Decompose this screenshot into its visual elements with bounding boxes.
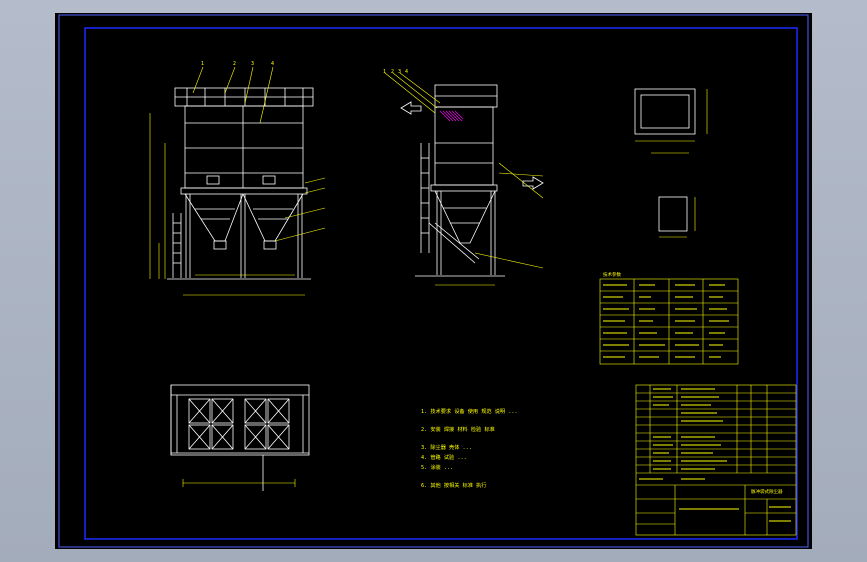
- spec-table-fill: [603, 284, 729, 358]
- title-block-label: 脉冲袋式除尘器: [751, 488, 783, 495]
- spec-table-label: 技术参数: [603, 271, 621, 278]
- balloon-2: 2: [233, 61, 236, 67]
- note-line-6: 6. 其他 按相关 标准 执行: [421, 481, 486, 489]
- note-line-2: 2. 安装 焊接 材料 检验 标准: [421, 425, 495, 433]
- balloon-1: 1: [201, 61, 204, 67]
- plan-dims: [182, 479, 296, 487]
- detail-view-b: [658, 196, 688, 232]
- technical-notes: 1. 技术要求 设备 使用 规范 说明 ... 2. 安装 焊接 材料 检验 标…: [421, 407, 518, 489]
- front-view: [167, 87, 314, 280]
- side-balloons: 1 2 3 4: [383, 69, 408, 75]
- side-annotations: [384, 72, 544, 286]
- balloon-3: 3: [251, 61, 254, 67]
- side-balloon-1: 1: [383, 69, 386, 75]
- spec-table: [599, 278, 739, 365]
- front-balloons: 1 2 3 4: [201, 61, 274, 67]
- detail-b-dims: [659, 197, 696, 238]
- bom-fill: [639, 388, 791, 522]
- side-balloon-3: 3: [398, 69, 401, 75]
- drawing-canvas: 1 2 3 4: [58, 14, 809, 548]
- inner-frame: [84, 27, 798, 540]
- note-line-1: 1. 技术要求 设备 使用 规范 说明 ...: [421, 407, 518, 415]
- front-dimensions: [149, 66, 326, 296]
- side-balloon-2: 2: [391, 69, 394, 75]
- note-line-5: 5. 涂装 ...: [421, 463, 453, 471]
- note-line-4: 4. 管路 试验 ...: [421, 453, 467, 461]
- airflow-arrows: [400, 101, 544, 190]
- bom-table: [635, 384, 797, 536]
- detail-view-a: [634, 88, 696, 135]
- side-balloon-4: 4: [405, 69, 408, 75]
- plan-view: [170, 384, 310, 491]
- side-hatch: [439, 110, 464, 122]
- balloon-4: 4: [271, 61, 274, 67]
- drawing-sheet: 1 2 3 4: [55, 13, 812, 549]
- note-line-3: 3. 除尘器 壳体 ...: [421, 443, 472, 451]
- outer-frame: [58, 14, 809, 548]
- side-view: [415, 84, 505, 277]
- detail-a-dims: [635, 89, 708, 154]
